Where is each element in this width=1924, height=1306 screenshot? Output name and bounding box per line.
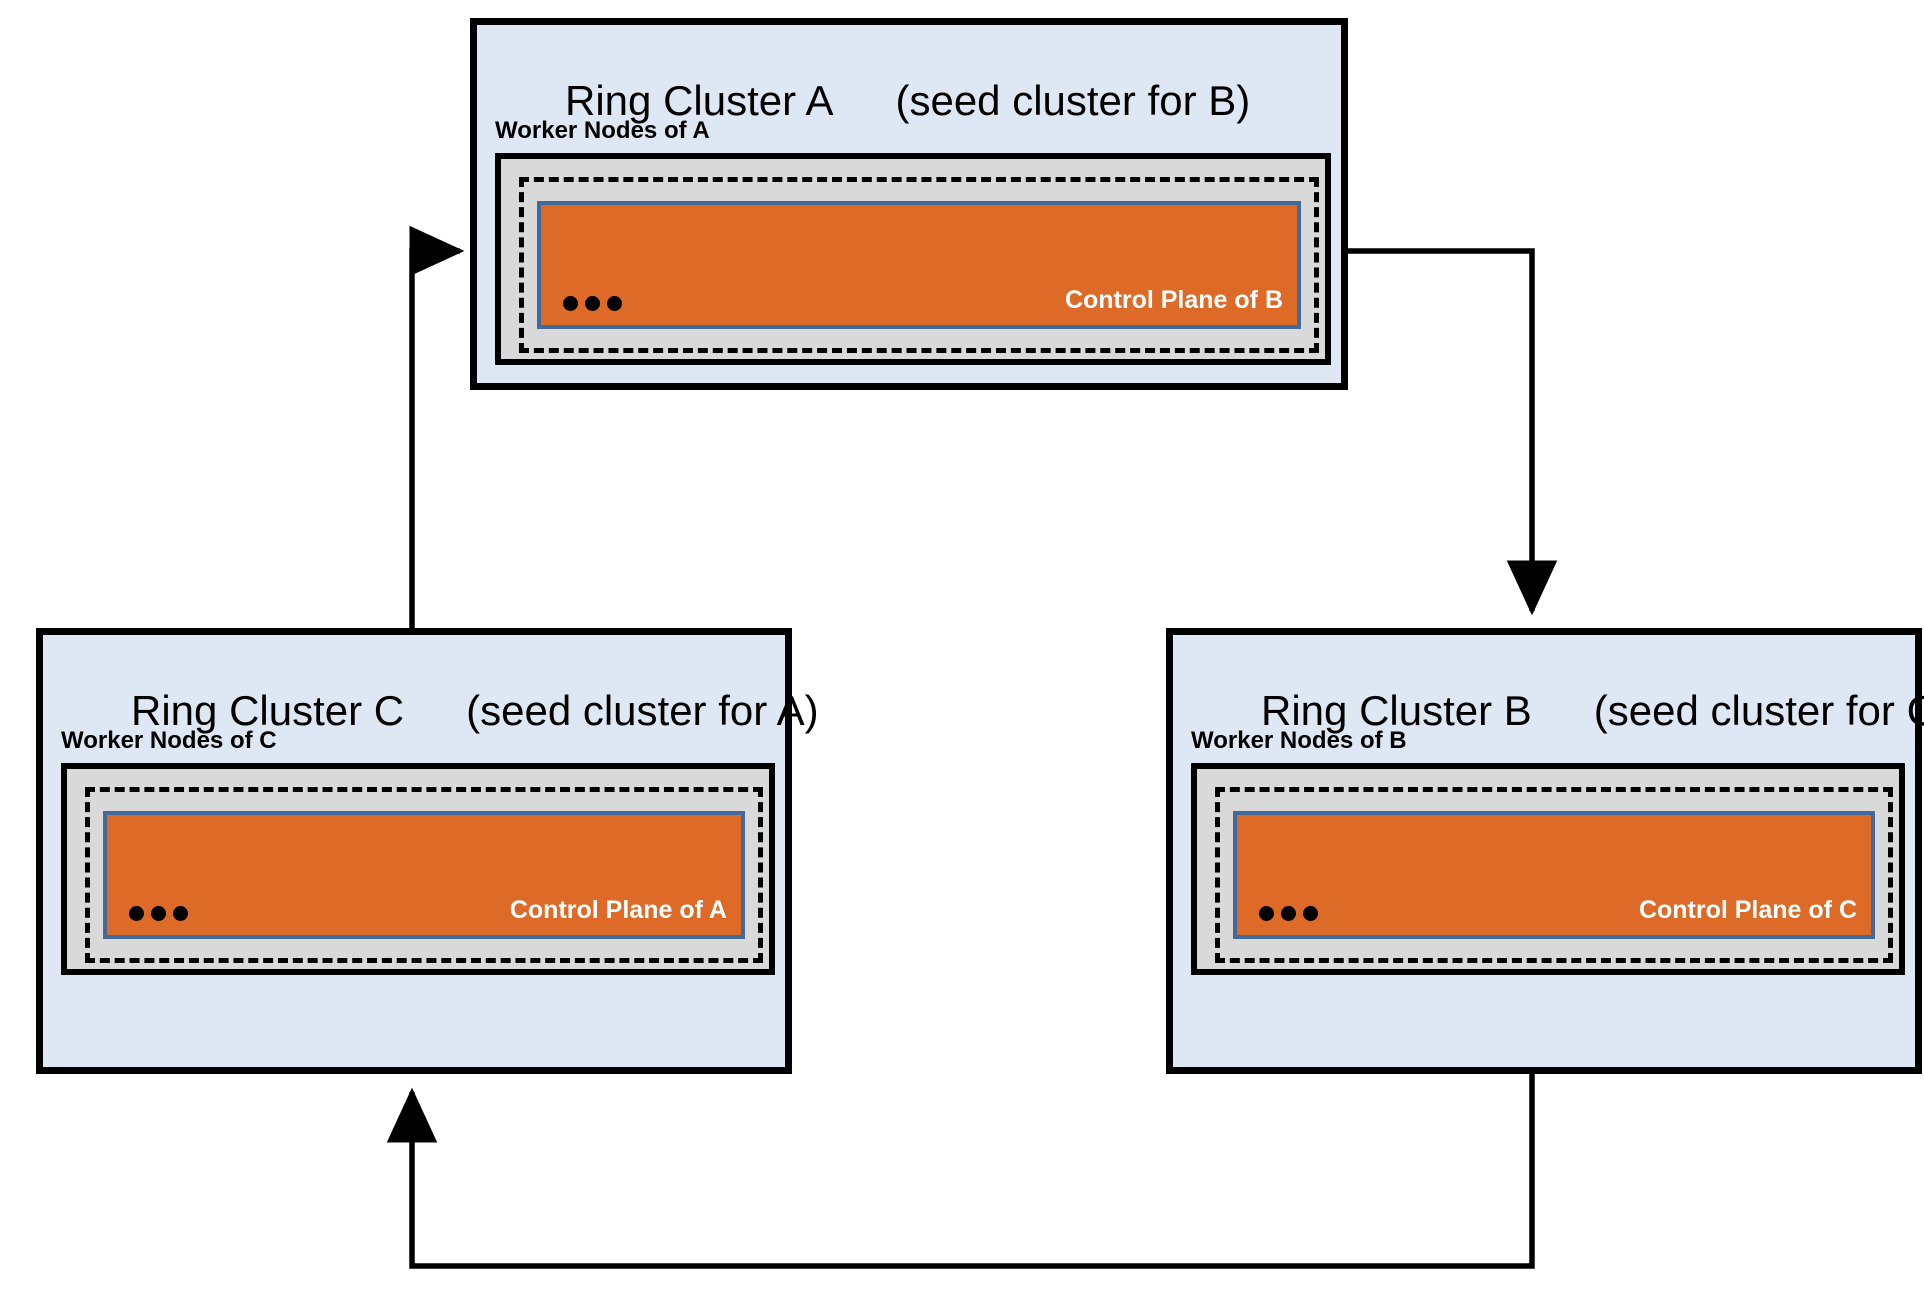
worker-nodes-box-c[interactable]: Control Plane of A bbox=[61, 763, 775, 975]
cluster-a-name: Ring Cluster A bbox=[565, 77, 834, 125]
cluster-a-worker-label: Worker Nodes of A bbox=[495, 117, 710, 144]
more-nodes-ellipsis-icon bbox=[1259, 906, 1318, 921]
arrow-a-to-b bbox=[1348, 248, 1558, 616]
control-plane-label-b: Control Plane of C bbox=[1638, 896, 1857, 924]
control-plane-label-a: Control Plane of B bbox=[1064, 286, 1283, 314]
dashed-boundary-c bbox=[85, 787, 763, 963]
cluster-c-name: Ring Cluster C bbox=[131, 687, 405, 735]
cluster-a-seed-note: (seed cluster for B) bbox=[895, 77, 1251, 125]
cluster-box-c[interactable]: Ring Cluster C (seed cluster for A) Worke… bbox=[36, 628, 819, 1074]
dashed-boundary-a bbox=[519, 177, 1319, 353]
cluster-c-title: Ring Cluster C (seed cluster for A) bbox=[61, 645, 819, 777]
cluster-c-worker-label: Worker Nodes of C bbox=[61, 727, 277, 754]
cluster-b-name: Ring Cluster B bbox=[1261, 687, 1532, 735]
cluster-box-a[interactable]: Ring Cluster A (seed cluster for B) Worke… bbox=[470, 18, 1348, 390]
arrow-c-to-a bbox=[409, 225, 465, 630]
cluster-a-title: Ring Cluster A (seed cluster for B) bbox=[495, 35, 1250, 167]
control-plane-box-a[interactable]: Control Plane of B bbox=[537, 201, 1301, 329]
control-plane-box-b[interactable]: Control Plane of C bbox=[1233, 811, 1875, 939]
worker-nodes-box-a[interactable]: Control Plane of B bbox=[495, 153, 1331, 365]
worker-nodes-box-b[interactable]: Control Plane of C bbox=[1191, 763, 1905, 975]
control-plane-box-c[interactable]: Control Plane of A bbox=[103, 811, 745, 939]
dashed-boundary-b bbox=[1215, 787, 1893, 963]
cluster-box-b[interactable]: Ring Cluster B (seed cluster for C) Worke… bbox=[1166, 628, 1924, 1074]
cluster-b-seed-note: (seed cluster for C) bbox=[1593, 687, 1924, 735]
cluster-c-seed-note: (seed cluster for A) bbox=[466, 687, 819, 735]
cluster-b-title: Ring Cluster B (seed cluster for C) bbox=[1191, 645, 1924, 777]
cluster-b-worker-label: Worker Nodes of B bbox=[1191, 727, 1407, 754]
more-nodes-ellipsis-icon bbox=[563, 296, 622, 311]
control-plane-label-c: Control Plane of A bbox=[509, 896, 727, 924]
more-nodes-ellipsis-icon bbox=[129, 906, 188, 921]
arrow-b-to-c bbox=[386, 1062, 1535, 1269]
